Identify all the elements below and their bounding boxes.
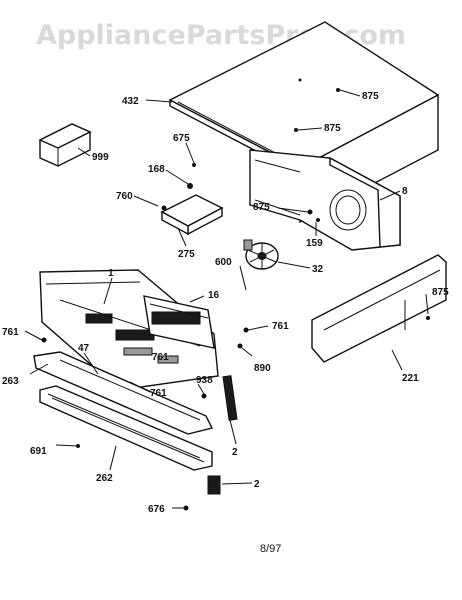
label-2-lower: 2 xyxy=(254,479,260,490)
label-600: 600 xyxy=(215,257,232,268)
label-262: 262 xyxy=(96,473,113,484)
label-8: 8 xyxy=(402,186,408,197)
label-168: 168 xyxy=(148,164,165,175)
callout-labels: 432 875 875 875 875 999 675 168 760 275 … xyxy=(2,91,449,515)
control-board xyxy=(143,295,215,349)
label-875-top: 875 xyxy=(362,91,379,102)
label-875-side: 875 xyxy=(432,287,449,298)
label-676: 676 xyxy=(148,504,165,515)
blower-motor-wheel xyxy=(243,239,279,270)
label-275: 275 xyxy=(178,249,195,260)
label-16: 16 xyxy=(208,290,220,301)
leader-lines xyxy=(24,89,429,509)
label-159: 159 xyxy=(306,238,323,249)
end-cap-lower xyxy=(207,475,221,495)
date-code: 8/97 xyxy=(260,543,281,555)
trim-strip xyxy=(33,351,214,435)
component-box xyxy=(38,123,92,167)
label-761-right: 761 xyxy=(272,321,289,332)
end-cap-upper xyxy=(222,375,238,421)
label-760: 760 xyxy=(116,191,133,202)
side-panel xyxy=(311,254,447,363)
label-32: 32 xyxy=(312,264,324,275)
screws xyxy=(41,205,249,511)
label-263: 263 xyxy=(2,376,19,387)
label-221: 221 xyxy=(402,373,419,384)
label-432: 432 xyxy=(122,96,139,107)
label-691: 691 xyxy=(30,446,47,457)
label-47: 47 xyxy=(78,343,90,354)
mounting-bracket xyxy=(160,163,224,236)
label-938: 938 xyxy=(196,375,213,386)
label-1: 1 xyxy=(108,268,114,279)
label-761-center: 761 xyxy=(152,352,169,363)
blower-housing xyxy=(249,149,401,251)
label-890: 890 xyxy=(254,363,271,374)
vent-grille xyxy=(39,385,213,471)
label-999: 999 xyxy=(92,152,109,163)
label-875-cover: 875 xyxy=(324,123,341,134)
label-675: 675 xyxy=(173,133,190,144)
label-761-left: 761 xyxy=(2,327,19,338)
label-875-housing: 875 xyxy=(253,202,270,213)
label-2-upper: 2 xyxy=(232,447,238,458)
label-761-lower: 761 xyxy=(150,388,167,399)
